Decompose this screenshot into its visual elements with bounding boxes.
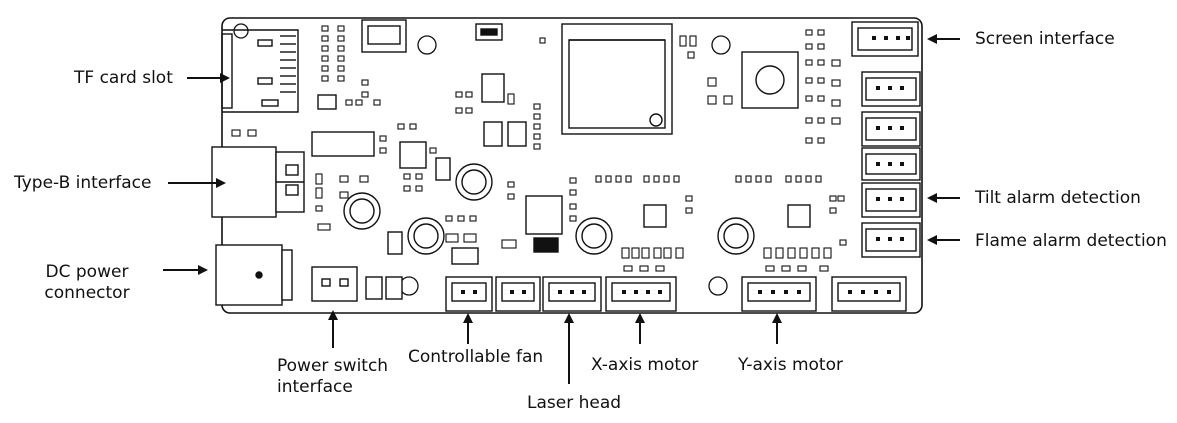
- label-power-switch-line1: Power switch: [277, 356, 389, 376]
- label-type-b-interface: Type-B interface: [14, 173, 152, 193]
- label-y-axis-motor: Y-axis motor: [738, 355, 843, 375]
- wifi-module: [561, 23, 673, 135]
- label-tilt-alarm: Tilt alarm detection: [975, 188, 1141, 208]
- smd-pads: [231, 25, 847, 272]
- label-tf-card-slot: TF card slot: [74, 68, 173, 88]
- ic-chips: [311, 73, 811, 235]
- pcb-board: [221, 17, 923, 314]
- label-power-switch-interface: Power switch interface: [277, 356, 388, 398]
- dc-jack: [215, 244, 293, 306]
- inductors: [343, 163, 755, 255]
- label-dc-power-connector: DC power connector: [32, 262, 142, 304]
- label-controllable-fan: Controllable fan: [408, 347, 544, 367]
- label-x-axis-motor: X-axis motor: [591, 355, 699, 375]
- right-headers: [851, 21, 921, 258]
- bottom-header-pins: [461, 290, 891, 294]
- label-power-switch-line2: interface: [277, 377, 353, 397]
- label-dc-power-line1: DC power: [45, 262, 129, 282]
- top-header: [361, 19, 503, 53]
- bottom-headers: [445, 276, 907, 312]
- right-header-pins: [872, 36, 910, 241]
- callout-arrows: [163, 34, 960, 384]
- tf-card-slot: [221, 29, 299, 113]
- power-switch-header: [311, 266, 358, 302]
- electrolytic-caps: [365, 121, 559, 300]
- buzzer: [741, 51, 799, 109]
- label-screen-interface: Screen interface: [975, 29, 1115, 49]
- label-dc-power-line2: connector: [44, 283, 130, 303]
- label-flame-alarm: Flame alarm detection: [975, 231, 1167, 251]
- label-laser-head: Laser head: [527, 393, 622, 413]
- type-b-connector: [211, 146, 305, 218]
